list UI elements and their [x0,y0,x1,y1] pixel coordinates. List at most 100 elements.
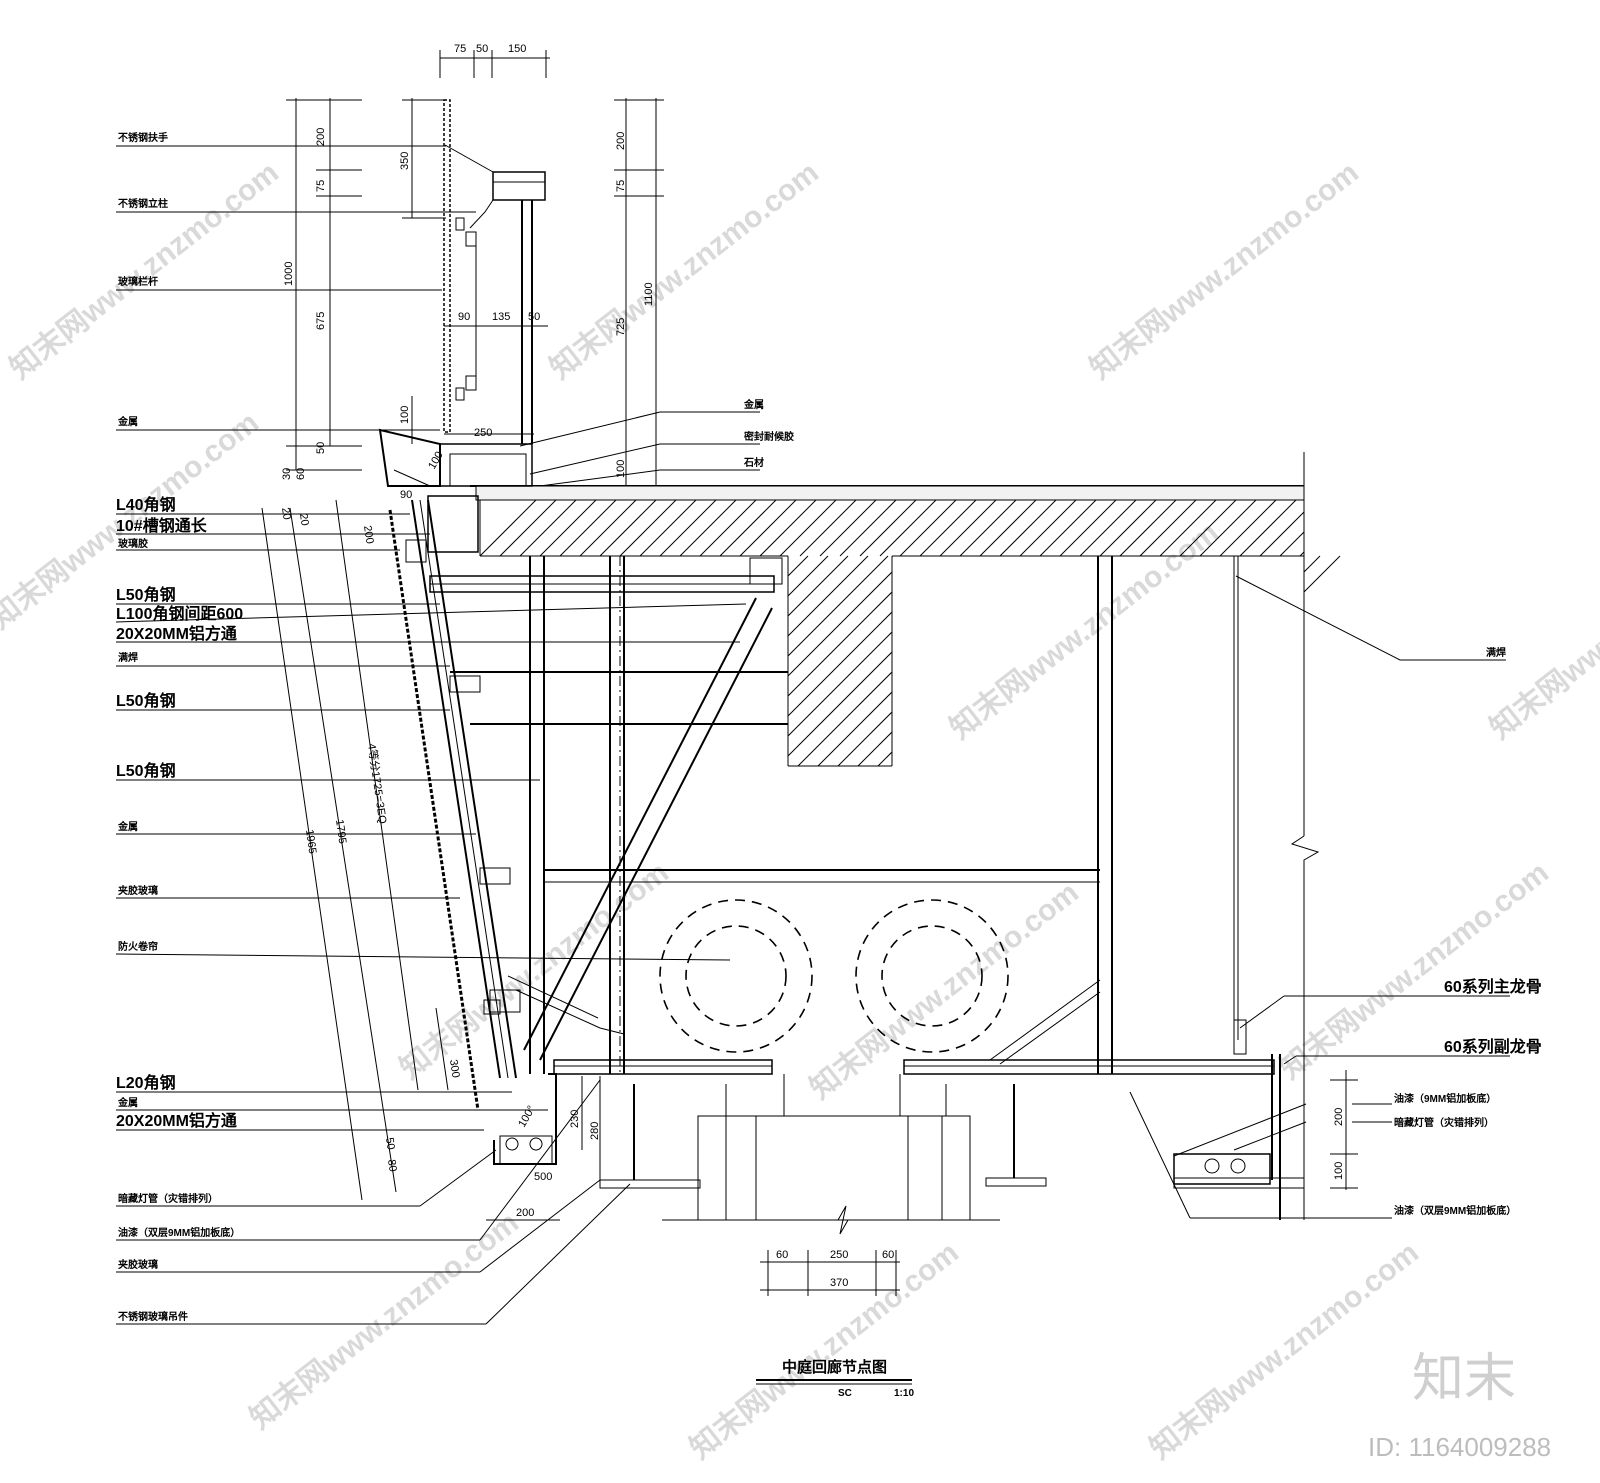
watermark-text: 知末网www.znzmo.com [1484,516,1600,746]
hatch-line [837,711,893,767]
label-l50-angle-2: L50角钢 [116,691,176,710]
watermark-text: 知末网www.znzmo.com [4,156,285,386]
hatch-line [879,499,937,557]
dim-text: 50 [383,1137,397,1151]
dim-text: 200 [361,525,375,545]
dim-text: 280 [589,1122,601,1140]
dim-text: 60 [295,468,307,480]
title-block: 中庭回廊节点图 SC 1:10 [756,1358,914,1399]
watermark-text: 知末网www.znzmo.com [394,856,675,1086]
label-weld-right: 满焊 [1486,646,1506,659]
label-l100-angle: L100角钢间距600 [116,604,243,623]
hatch-line [599,499,657,557]
hatch-line [1039,499,1097,557]
label-metal-3: 金属 [117,1096,138,1109]
hatch-line [959,499,1017,557]
label-full-weld: 满焊 [118,651,138,664]
hatch-line [939,499,997,557]
label-sub-keel: 60系列副龙骨 [1444,1037,1542,1056]
watermark-text: 知末网www.znzmo.com [1084,156,1365,386]
hatch-line [579,499,637,557]
watermark-text: 知末网www.znzmo.com [684,1236,965,1466]
dim-text: 4等分1725=3EQ [365,742,390,825]
hatch-line [1299,551,1305,557]
hatch-line [877,751,893,767]
dim-text: 90 [458,311,470,323]
hatch-line [787,631,893,737]
label-metal: 金属 [117,415,138,428]
label-stone: 石材 [743,456,764,469]
hatch-line [787,611,893,717]
dim-text: 135 [492,311,510,323]
label-glass-sealant: 玻璃胶 [118,537,148,550]
hatch-line [719,499,777,557]
hatch-line [779,499,837,557]
hatch-line [1139,499,1197,557]
hatch-line [1119,499,1177,557]
hatch-line [739,499,797,557]
hatch-line [787,651,893,757]
watermark-text: 知末网www.znzmo.com [544,156,825,386]
dim-text: 20 [297,513,311,527]
dim-text: 350 [399,152,411,170]
hatch-line [859,499,917,557]
label-fire-shutter: 防火卷帘 [118,940,158,953]
hatch-line [1019,499,1077,557]
hatch-line [539,499,597,557]
hatch-line [839,499,897,557]
scale-ratio: 1:10 [894,1388,914,1399]
fire-shutter-rolls [659,899,1009,1053]
hatch-line [787,555,829,597]
label-alum-tube-2: 20X20MM铝方通 [116,1111,237,1130]
hatch-line [1079,499,1137,557]
dim-text: 50 [476,43,488,55]
hatch-line [797,671,893,767]
dim-text: 50 [315,442,327,454]
dim-text: 200 [615,132,627,150]
hatch-line [759,499,817,557]
dim-text: 90 [400,489,412,501]
hatch-line [899,499,957,557]
dim-text: 1965 [303,829,318,855]
hatch-line [857,731,893,767]
hatch-line [819,499,877,557]
hatch-line [787,571,893,677]
hatch-line [1199,499,1257,557]
hatch-line [1259,511,1305,557]
ceiling-panels [493,1059,1305,1235]
dim-text: 30 [281,468,293,480]
dim-text: 100 [426,450,446,472]
dim-text: 1100 [643,282,655,306]
dim-text: 150 [508,43,526,55]
dim-text: 75 [454,43,466,55]
scale-code: SC [838,1388,852,1399]
leader-lines [115,145,1510,1325]
label-alum-tube: 20X20MM铝方通 [116,624,237,643]
hatch-line [1179,499,1237,557]
label-l40-angle: L40角钢 [116,495,176,514]
dim-text: 60 [776,1249,788,1261]
dim-text: 200 [315,128,327,146]
concrete-hatch [479,499,1341,767]
label-sealant: 密封耐候胶 [744,430,794,443]
label-glass-balustrade: 玻璃栏杆 [118,275,158,288]
hatch-line [519,499,577,557]
dim-text: 370 [830,1277,848,1289]
hatch-line [1159,499,1217,557]
dim-text: 100° [516,1104,538,1130]
dim-text: 60 [882,1249,894,1261]
label-glass-hanger: 不锈钢玻璃吊件 [118,1310,188,1323]
hatch-line [799,499,857,557]
hatch-line [787,555,869,637]
hatch-line [699,499,757,557]
dim-text: 75 [315,180,327,192]
hatch-line [1239,499,1297,557]
label-metal-2: 金属 [117,820,138,833]
hatch-line [679,499,737,557]
label-paint-single: 油漆（9MM铝加板底） [1394,1092,1496,1105]
hatch-line [659,499,717,557]
label-lamp-right: 暗藏灯管（灾错排列） [1394,1116,1494,1129]
hatch-line [979,499,1037,557]
hatch-line [817,691,893,767]
hatch-line [919,499,977,557]
